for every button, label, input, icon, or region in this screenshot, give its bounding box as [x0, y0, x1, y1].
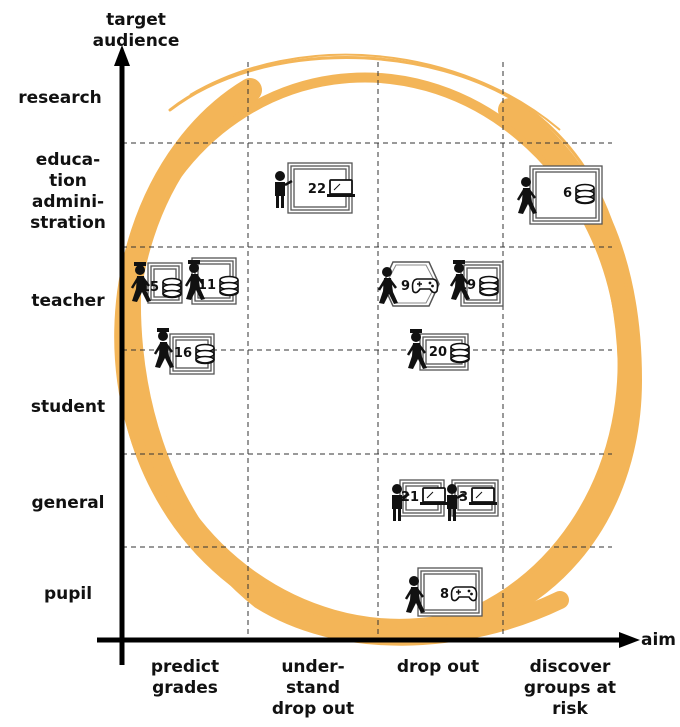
database-icon — [575, 183, 595, 205]
laptop-icon — [420, 487, 448, 505]
database-icon — [162, 277, 182, 299]
item-number: 3 — [459, 490, 468, 505]
item-6: 6 — [516, 165, 603, 225]
items: 22 6 15 11 16 9 19 20 21 3 8 — [130, 162, 603, 617]
officer-person-icon — [130, 262, 151, 302]
walker-person-icon — [377, 267, 398, 304]
item-number: 19 — [458, 278, 476, 293]
y-axis-arrow-icon — [114, 45, 130, 66]
presenter-person-icon — [447, 484, 465, 521]
item-8: 8 — [404, 567, 483, 617]
row-label-student: student — [30, 397, 106, 417]
laptop-icon — [469, 487, 497, 505]
column-label-understand-drop-out: under- stand drop out — [271, 657, 355, 719]
row-label-education-administration: educa- tion admini- stration — [30, 150, 106, 233]
item-number: 16 — [174, 346, 192, 361]
database-icon — [450, 342, 470, 364]
item-16: 16 — [153, 328, 215, 375]
officer-person-icon — [153, 328, 174, 368]
database-icon — [479, 275, 499, 297]
highlight-ring — [114, 53, 643, 646]
database-icon — [219, 275, 239, 297]
x-axis-title: aim — [641, 630, 677, 650]
officer-person-icon — [406, 329, 427, 369]
item-number: 20 — [429, 345, 447, 360]
item-number: 22 — [308, 182, 326, 197]
row-label-general: general — [31, 493, 105, 513]
item-11: 11 — [184, 257, 239, 305]
item-number: 8 — [440, 587, 449, 602]
item-number: 9 — [401, 279, 410, 294]
column-label-predict-grades: predict grades — [150, 657, 220, 698]
item-21: 21 — [392, 479, 448, 521]
presenter-person-icon — [275, 171, 293, 208]
item-20: 20 — [406, 329, 470, 371]
x-axis-arrow-icon — [619, 632, 640, 648]
item-number: 11 — [198, 278, 216, 293]
gamepad-icon — [411, 278, 439, 294]
row-label-research: research — [18, 88, 102, 108]
database-icon — [195, 343, 215, 365]
officer-person-icon — [449, 260, 470, 300]
item-9: 9 — [377, 261, 440, 307]
item-number: 21 — [401, 490, 419, 505]
laptop-icon — [327, 179, 355, 197]
gamepad-icon — [450, 586, 478, 602]
column-label-discover-groups-at-risk: discover groups at risk — [523, 657, 617, 719]
row-label-pupil: pupil — [43, 584, 93, 604]
column-label-drop-out: drop out — [396, 657, 480, 677]
item-number: 6 — [563, 186, 572, 201]
officer-person-icon — [184, 260, 205, 300]
item-15: 15 — [130, 262, 183, 304]
item-22: 22 — [275, 162, 355, 214]
item-3: 3 — [447, 479, 499, 521]
axes — [97, 45, 640, 665]
item-frame — [417, 567, 483, 617]
item-number: 15 — [141, 280, 159, 295]
row-label-teacher: teacher — [31, 291, 105, 311]
y-axis-title: target audience — [92, 10, 180, 51]
item-19: 19 — [449, 260, 504, 307]
walker-person-icon — [516, 177, 537, 214]
presenter-person-icon — [392, 484, 410, 521]
walker-person-icon — [404, 576, 425, 613]
grid — [122, 62, 612, 640]
